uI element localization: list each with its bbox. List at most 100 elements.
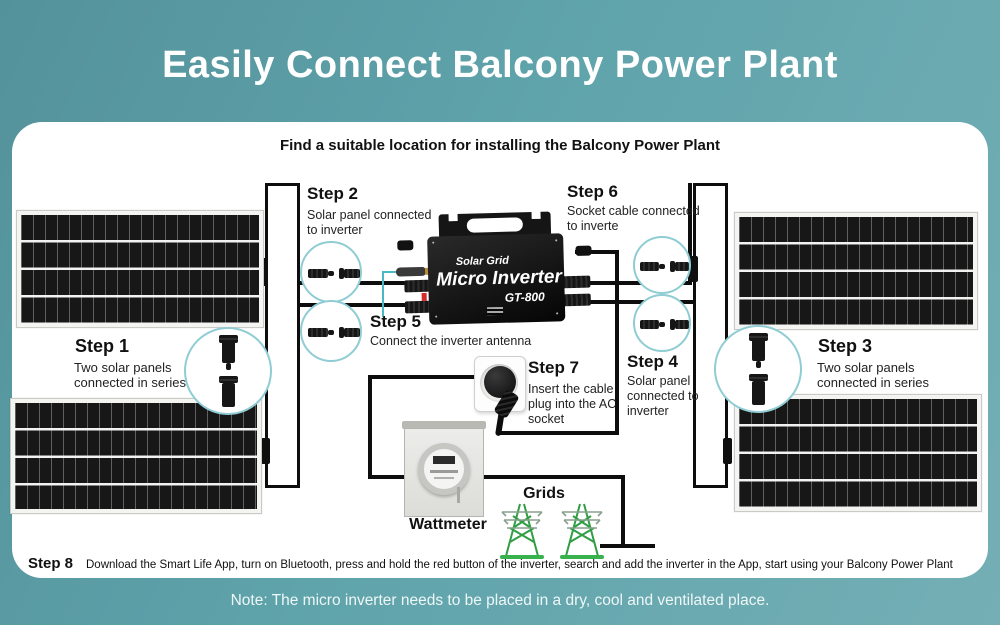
inverter-cap-left (397, 240, 414, 251)
mc4-connector-icon (219, 376, 238, 383)
mc4-connector-icon (752, 335, 765, 361)
mc4-connector-icon (675, 320, 689, 329)
screw-dot (556, 312, 559, 315)
mc4-connector-icon (659, 264, 665, 269)
step-3-desc: Two solar panels connected in series (817, 360, 930, 391)
step-1-label: Step 1 (75, 336, 130, 356)
step-4-label: Step 4 (627, 352, 679, 371)
mc4-connector-icon (640, 262, 659, 271)
meter-dial (418, 443, 470, 495)
junction-box-icon (261, 438, 270, 464)
meter-seal (457, 487, 460, 503)
inverter-spec-label (486, 306, 504, 316)
mc4-connector-icon (308, 328, 328, 337)
step-7-label: Step 7 (528, 358, 580, 377)
mc4-connector-icon (670, 319, 675, 330)
solar-cells (739, 217, 973, 325)
mc4-connector-icon (226, 363, 231, 370)
mounting-rail-left (265, 183, 300, 488)
solar-cells (15, 403, 257, 509)
inverter-body: Solar Grid Micro Inverter GT-800 (421, 233, 566, 325)
wire-socket-top (368, 375, 476, 379)
inverter-port-left-1 (404, 279, 430, 293)
mc4-connector-icon (670, 261, 675, 272)
mc4-connector-icon (339, 268, 344, 279)
mounting-rail-right (693, 183, 728, 488)
step-6-desc: Socket cable connected to inverte (567, 204, 700, 233)
connector-callout-step1 (184, 327, 272, 415)
mc4-connector-icon (328, 271, 334, 276)
inverter-cap-right (575, 245, 592, 256)
connector-callout-step2 (300, 241, 362, 303)
inverter-mount-notch (531, 210, 541, 220)
mc4-connector-icon (756, 361, 761, 368)
solar-panel-bottom-left (10, 398, 262, 514)
solar-cells (21, 215, 259, 323)
mc4-connector-icon (675, 262, 689, 271)
mc4-connector-icon (219, 335, 238, 343)
step-2-label: Step 2 (307, 184, 359, 203)
wattmeter-box (404, 428, 484, 517)
meter-scale (430, 470, 458, 473)
wire-left-bottom (300, 303, 416, 307)
wire-ac-top (575, 250, 619, 254)
wire-meter-in (368, 475, 410, 479)
wire-left-vert (368, 375, 372, 479)
step-5-desc: Connect the inverter antenna (370, 334, 532, 348)
step-8-label: Step 8 (28, 555, 74, 572)
mc4-connector-icon (328, 330, 334, 335)
wattmeter-label: Wattmeter (409, 516, 487, 533)
step-2-desc: Solar panel connected to inverter (307, 208, 432, 237)
junction-box-icon (689, 256, 698, 282)
inverter-mount-notch (448, 212, 458, 222)
wire-grid-down (621, 475, 625, 548)
step-8-desc: Download the Smart Life App, turn on Blu… (86, 559, 953, 571)
step-3-label: Step 3 (818, 336, 873, 356)
diagram-subtitle: Find a suitable location for installing … (279, 137, 721, 154)
inverter-brand-line2: Micro Inverter (435, 266, 563, 291)
wattmeter-cap (402, 421, 486, 429)
solar-panel-top-left (16, 210, 264, 328)
wire-ac-bottom (498, 431, 619, 435)
solar-cells (739, 399, 977, 507)
wire-meter-out (480, 475, 625, 479)
inverter-port-right-1 (562, 275, 591, 289)
connector-callout-step5 (300, 300, 362, 362)
mc4-connector-icon (640, 320, 659, 329)
solar-panel-bottom-right (734, 394, 982, 512)
mc4-connector-icon (222, 383, 235, 407)
ac-socket (474, 356, 526, 419)
mc4-connector-icon (659, 322, 665, 327)
step-1-desc: Two solar panels connected in series (74, 360, 187, 391)
mc4-connector-icon (222, 337, 235, 363)
meter-lcd (433, 456, 455, 464)
note-text: Note: The micro inverter needs to be pla… (230, 592, 770, 609)
mc4-connector-icon (749, 374, 768, 381)
screw-dot (555, 239, 558, 242)
mc4-connector-icon (308, 269, 328, 278)
mc4-connector-icon (339, 327, 344, 338)
step-7-desc: Insert the cable plug into the AC socket (528, 382, 617, 426)
connector-callout-step3 (714, 325, 802, 413)
inverter-handle-slot (466, 217, 523, 233)
screw-dot (435, 315, 438, 318)
inverter-port-right-2 (562, 293, 591, 307)
wire-ac-down (615, 250, 619, 435)
junction-box-icon (723, 438, 732, 464)
inverter-antenna (395, 266, 427, 277)
mc4-connector-icon (752, 381, 765, 405)
grids-label: Grids (523, 485, 565, 502)
mc4-connector-icon (749, 333, 768, 341)
connector-callout-step4 (633, 294, 691, 352)
wattmeter (402, 421, 486, 517)
page-title: Easily Connect Balcony Power Plant (162, 44, 838, 86)
solar-panel-top-right (734, 212, 978, 330)
meter-scale (434, 477, 454, 479)
antenna-callout-line (382, 271, 384, 317)
step-4-desc: Solar panel connected to inverter (627, 374, 699, 418)
inverter-model: GT-800 (504, 289, 545, 305)
wire-grid-tail (600, 544, 655, 548)
mc4-connector-icon (344, 328, 360, 337)
step-6-label: Step 6 (567, 182, 619, 201)
